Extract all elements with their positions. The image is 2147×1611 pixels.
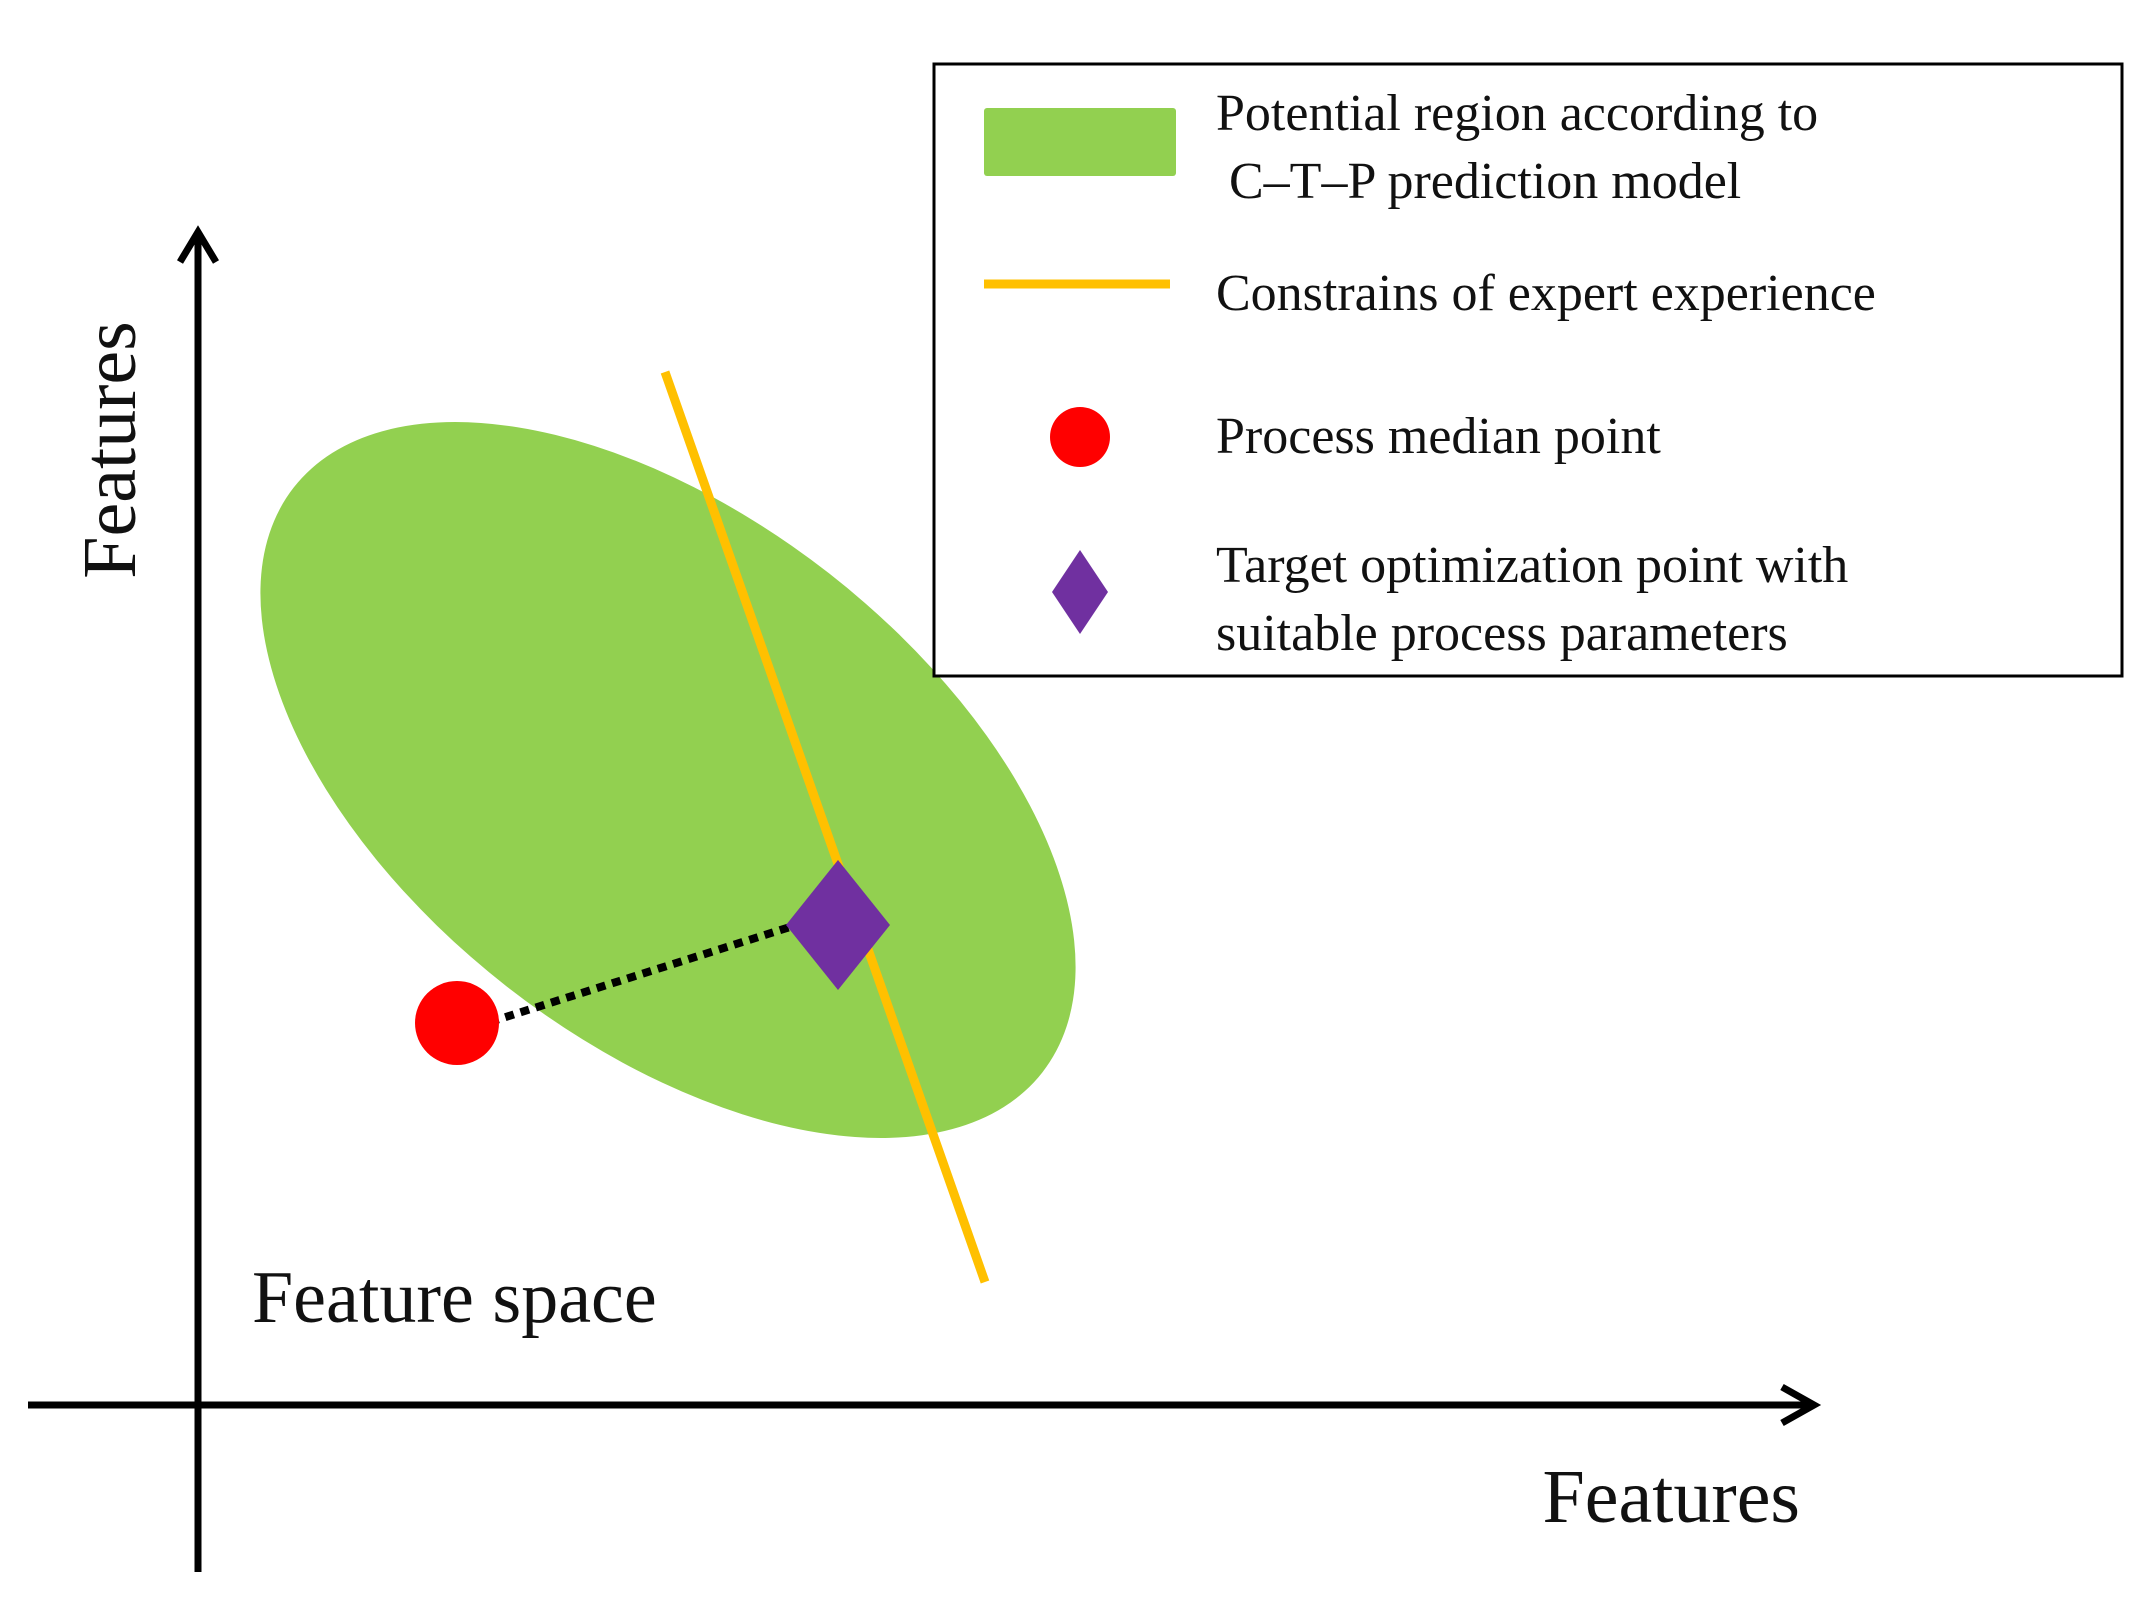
legend-label-region-line2: C–T–P prediction model (1216, 153, 1741, 210)
y-axis-label: Features (68, 321, 152, 578)
legend-swatch-region (984, 108, 1176, 176)
feature-space-label: Feature space (252, 1257, 657, 1339)
x-axis-label: Features (1543, 1455, 1800, 1539)
legend-label-target-line2: suitable process parameters (1216, 605, 1788, 662)
dotted-connector (488, 923, 792, 1026)
x-axis-arrowhead (1780, 1383, 1822, 1427)
legend-label-median: Process median point (1216, 408, 1661, 465)
expert-constraint-line (660, 370, 990, 1284)
legend-label-region-line1: Potential region according to (1216, 85, 1818, 142)
legend-swatch-median (1050, 407, 1110, 467)
legend-swatch-target (1052, 550, 1108, 634)
y-axis-arrowhead (176, 225, 220, 264)
legend: Potential region according to C–T–P pred… (932, 62, 2124, 678)
process-median-point (415, 981, 499, 1065)
legend-label-target-line1: Target optimization point with (1216, 537, 1848, 594)
target-optimization-diamond (786, 860, 890, 990)
legend-label-constraint: Constrains of expert experience (1216, 265, 1876, 322)
